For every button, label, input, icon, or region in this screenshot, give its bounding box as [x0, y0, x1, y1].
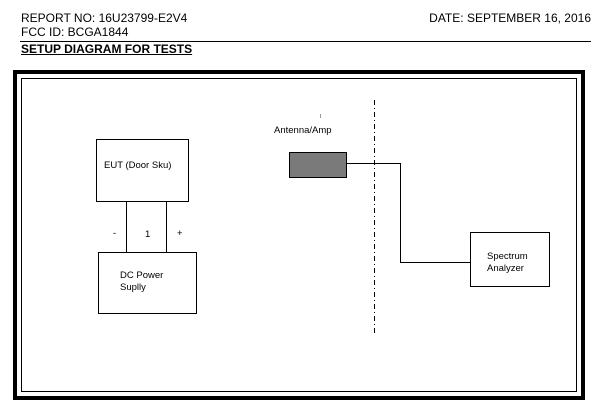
diagram-frame: [13, 70, 585, 400]
eut-label: EUT (Door Sku): [104, 160, 172, 171]
header-divider: [20, 41, 591, 42]
plus-label: +: [177, 228, 183, 239]
eut-box: [96, 139, 189, 202]
antenna-amp-label: Antenna/Amp: [274, 125, 332, 136]
spectrum-analyzer-box: [470, 232, 550, 287]
antenna-amp-block: [289, 152, 347, 178]
dc-power-box: [98, 252, 197, 314]
cable-line: [347, 163, 470, 263]
dc-power-label: DC Power Suplly: [120, 270, 164, 293]
report-number: REPORT NO: 16U23799-E2V4: [21, 11, 188, 25]
page-title: SETUP DIAGRAM FOR TESTS: [21, 42, 193, 56]
spectrum-analyzer-label: Spectrum Analyzer: [487, 251, 528, 274]
fcc-id: FCC ID: BCGA1844: [21, 25, 129, 39]
lead-number-label: 1: [145, 229, 151, 240]
diagram-frame-inner: [21, 78, 577, 392]
report-date: DATE: SEPTEMBER 16, 2016: [429, 11, 591, 25]
minus-label: -: [113, 228, 117, 239]
